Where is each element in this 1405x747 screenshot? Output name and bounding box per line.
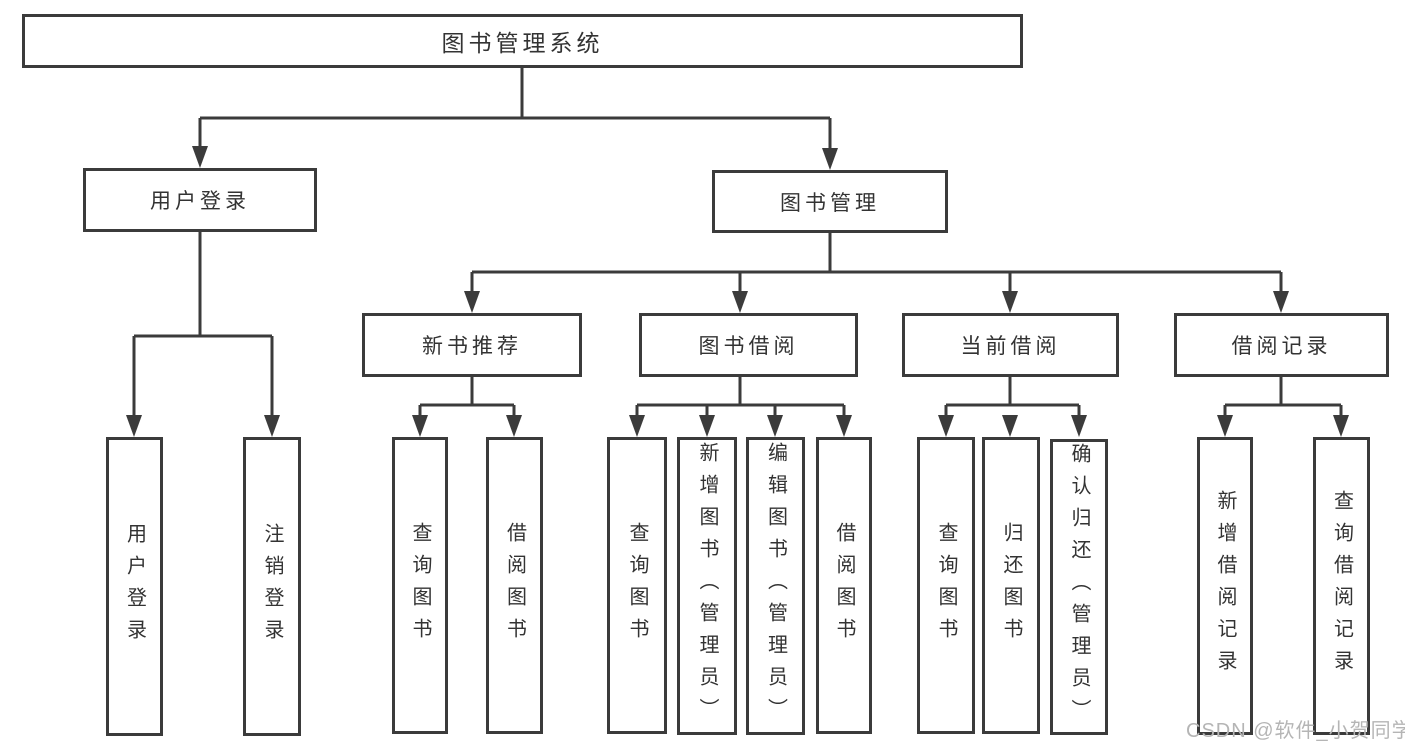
connector-line xyxy=(635,377,846,416)
arrow-down-icon xyxy=(1002,291,1018,313)
arrow-down-icon xyxy=(506,415,522,437)
node-leaf-add-books-admin: 新增图书（管理员） xyxy=(677,437,737,735)
node-leaf-user-login: 用户登录 xyxy=(106,437,163,736)
node-book-borrowing: 图书借阅 xyxy=(639,313,858,377)
arrow-down-icon xyxy=(1217,415,1233,437)
arrow-down-icon xyxy=(1273,291,1289,313)
connector-line xyxy=(470,233,1283,292)
node-new-book-recommendation: 新书推荐 xyxy=(362,313,582,377)
arrow-down-icon xyxy=(822,148,838,170)
node-leaf-confirm-return-admin: 确认归还（管理员） xyxy=(1050,439,1108,735)
arrow-down-icon xyxy=(1002,415,1018,437)
node-leaf-query-books-1: 查询图书 xyxy=(392,437,448,734)
connector-line xyxy=(198,68,832,150)
connector-line xyxy=(944,377,1081,416)
arrow-down-icon xyxy=(464,291,480,313)
arrow-down-icon xyxy=(1071,415,1087,437)
node-book-management-branch: 图书管理 xyxy=(712,170,948,233)
node-leaf-add-borrow-record: 新增借阅记录 xyxy=(1197,437,1253,735)
connector-line xyxy=(1223,377,1343,416)
node-leaf-borrow-books-2: 借阅图书 xyxy=(816,437,872,734)
node-current-borrowing: 当前借阅 xyxy=(902,313,1119,377)
node-borrowing-records: 借阅记录 xyxy=(1174,313,1389,377)
node-library-management-system: 图书管理系统 xyxy=(22,14,1023,68)
connector-line xyxy=(418,377,516,416)
arrow-down-icon xyxy=(1333,415,1349,437)
watermark: CSDN @软件_小贺同学 xyxy=(1186,720,1405,742)
arrow-down-icon xyxy=(938,415,954,437)
node-leaf-edit-books-admin: 编辑图书（管理员） xyxy=(746,437,805,735)
arrow-down-icon xyxy=(836,415,852,437)
arrow-down-icon xyxy=(629,415,645,437)
node-leaf-query-books-3: 查询图书 xyxy=(917,437,975,734)
arrow-down-icon xyxy=(732,291,748,313)
node-leaf-logout: 注销登录 xyxy=(243,437,301,736)
arrow-down-icon xyxy=(767,415,783,437)
node-user-login-branch: 用户登录 xyxy=(83,168,317,232)
node-leaf-borrow-books-1: 借阅图书 xyxy=(486,437,543,734)
connector-line xyxy=(132,232,274,416)
node-leaf-query-books-2: 查询图书 xyxy=(607,437,667,734)
arrow-down-icon xyxy=(192,146,208,168)
node-leaf-return-books: 归还图书 xyxy=(982,437,1040,734)
arrow-down-icon xyxy=(264,415,280,437)
arrow-down-icon xyxy=(699,415,715,437)
node-leaf-query-borrow-record: 查询借阅记录 xyxy=(1313,437,1370,735)
arrow-down-icon xyxy=(126,415,142,437)
arrow-down-icon xyxy=(412,415,428,437)
